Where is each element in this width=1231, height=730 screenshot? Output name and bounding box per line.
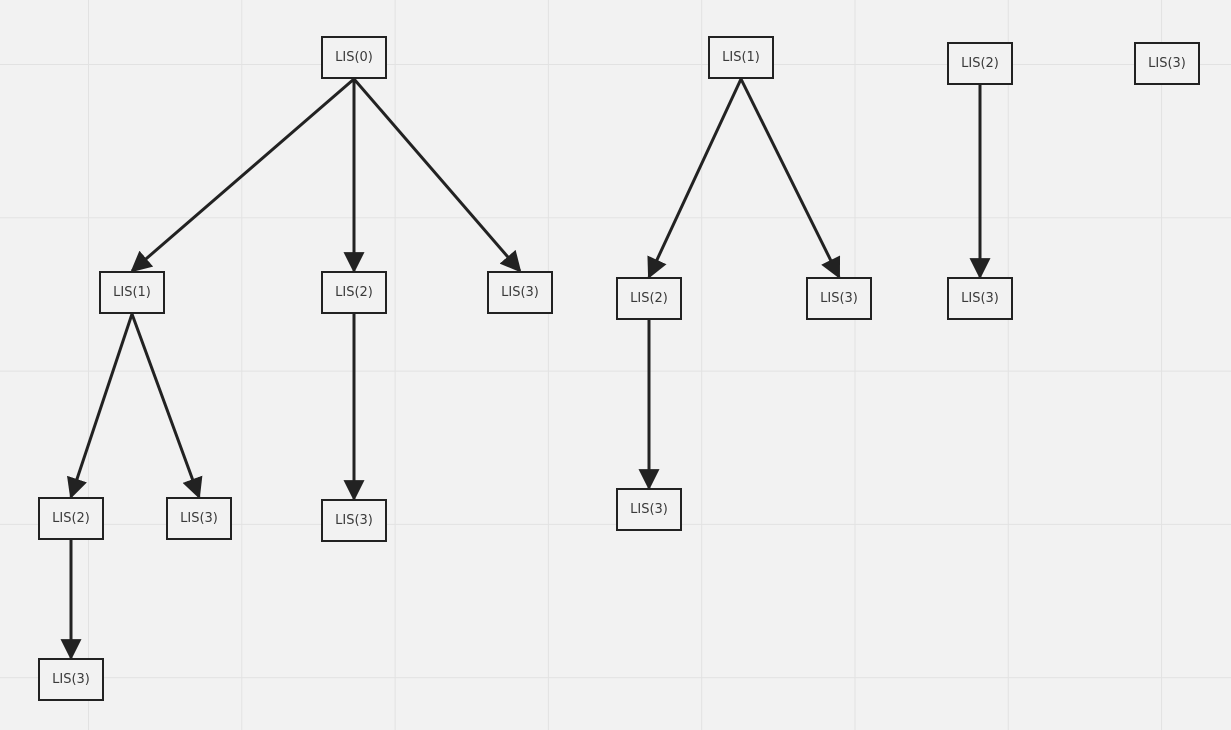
edge-t0-a-to-t0-a2	[130, 313, 203, 499]
node-lis-3[interactable]: LIS(3)	[616, 488, 682, 531]
node-lis-3-root[interactable]: LIS(3)	[1134, 42, 1200, 85]
node-lis-2[interactable]: LIS(2)	[38, 497, 104, 540]
edge-t1-root-to-t1-b	[739, 78, 841, 279]
node-lis-0-root[interactable]: LIS(0)	[321, 36, 387, 79]
edge-t0-a-to-t0-a1	[67, 313, 134, 499]
node-lis-2[interactable]: LIS(2)	[616, 277, 682, 320]
node-lis-3[interactable]: LIS(3)	[321, 499, 387, 542]
node-lis-1-root[interactable]: LIS(1)	[708, 36, 774, 79]
edge-t1-root-to-t1-a	[647, 78, 743, 279]
node-lis-3[interactable]: LIS(3)	[947, 277, 1013, 320]
edge-t0-root-to-t0-c	[352, 78, 522, 273]
node-lis-2[interactable]: LIS(2)	[321, 271, 387, 314]
node-lis-3[interactable]: LIS(3)	[487, 271, 553, 314]
node-lis-3[interactable]: LIS(3)	[38, 658, 104, 701]
node-lis-1[interactable]: LIS(1)	[99, 271, 165, 314]
edge-t0-root-to-t0-a	[130, 77, 355, 273]
node-lis-3[interactable]: LIS(3)	[806, 277, 872, 320]
node-lis-3[interactable]: LIS(3)	[166, 497, 232, 540]
node-lis-2-root[interactable]: LIS(2)	[947, 42, 1013, 85]
